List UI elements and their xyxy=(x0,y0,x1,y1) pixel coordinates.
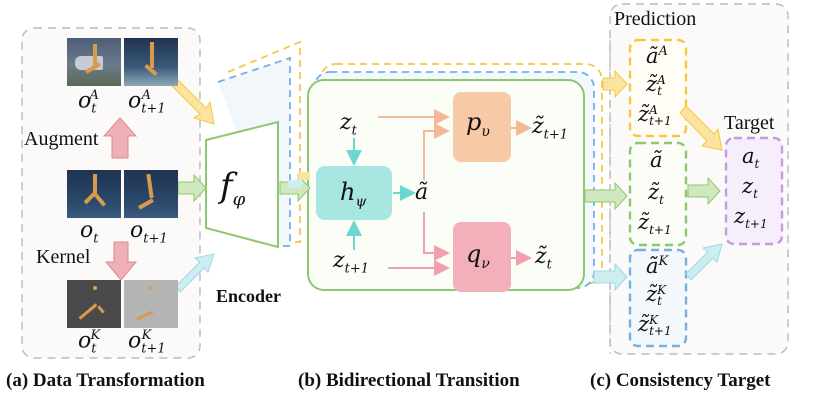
arrow-kernel-to-encoder xyxy=(175,253,215,293)
thumb-obs-t1 xyxy=(124,170,178,218)
pred-aug-action: ãA xyxy=(646,44,668,68)
caption-b: (b) Bidirectional Transition xyxy=(298,370,520,391)
action-pred: ã xyxy=(415,180,429,205)
target-label: Target xyxy=(724,112,775,134)
label-obs-kernel-t1: ot+1K xyxy=(128,328,166,357)
arrow-pred-kernel-to-target xyxy=(685,243,723,281)
augment-label: Augment xyxy=(24,128,99,150)
caption-c: (c) Consistency Target xyxy=(590,370,771,391)
encoder-out-kernel-stub xyxy=(288,180,302,188)
target-zt1: zt+1 xyxy=(734,204,768,232)
input-zt: zt xyxy=(340,110,357,139)
label-obs-aug-t1: ot+1A xyxy=(128,88,166,117)
encoder-label: Encoder xyxy=(216,286,281,306)
label-obs-kernel-t: otK xyxy=(78,328,101,357)
arrow-obs-to-encoder xyxy=(177,173,207,203)
arrow-pred-aug-to-target xyxy=(679,105,723,151)
encoder-shadow-augment xyxy=(227,40,301,243)
input-zt1: zt+1 xyxy=(333,248,369,277)
thumb-obs-kernel-t1 xyxy=(124,280,178,328)
encoder-out-augment-stub xyxy=(298,172,310,180)
transition-box xyxy=(307,79,585,291)
encoder-symbol: fφ xyxy=(220,166,246,210)
pred-orig-zt1: z̃t+1 xyxy=(638,210,672,238)
pred-kernel-action: ãK xyxy=(646,254,669,278)
kernel-arrow xyxy=(104,241,138,281)
arrow-to-pred-kernel xyxy=(593,262,628,292)
forward-model-symbol: pυ xyxy=(466,108,490,140)
label-obs-t1: ot+1 xyxy=(130,218,168,247)
forward-model-box xyxy=(453,92,511,162)
target-box xyxy=(724,136,784,246)
thumb-obs-t xyxy=(67,170,121,218)
thumb-obs-aug-t xyxy=(67,38,121,86)
arrow-to-pred-original xyxy=(584,181,628,211)
inverse-model-box xyxy=(316,166,392,220)
arrow-to-pred-augment xyxy=(602,69,628,99)
arrow-a-to-q xyxy=(423,212,450,261)
pred-kernel-box xyxy=(628,248,688,348)
caption-a: (a) Data Transformation xyxy=(6,370,205,391)
label-obs-aug-t: otA xyxy=(78,88,99,117)
backward-model-box xyxy=(453,222,511,292)
target-action: at xyxy=(742,144,760,172)
thumb-obs-aug-t1 xyxy=(124,38,178,86)
prediction-label: Prediction xyxy=(614,8,697,30)
arrow-pred-orig-to-target xyxy=(687,176,721,206)
kernel-label: Kernel xyxy=(36,246,91,268)
encoder-trapezoid xyxy=(205,120,279,249)
arrow-aug-to-encoder xyxy=(171,79,215,125)
output-zt-pred: z̃t xyxy=(535,244,552,273)
pred-orig-zt: z̃t xyxy=(648,180,664,208)
inverse-model-symbol: hψ xyxy=(340,178,367,210)
pred-augment-box xyxy=(628,38,688,138)
output-zt1-pred: z̃t+1 xyxy=(532,114,568,143)
arrow-a-to-p xyxy=(423,123,450,180)
augment-arrow xyxy=(102,117,138,159)
pred-orig-action: ã xyxy=(650,148,663,172)
thumb-obs-kernel-t xyxy=(67,280,121,328)
label-obs-t: ot xyxy=(80,218,99,247)
backward-model-symbol: qν xyxy=(466,240,490,272)
pred-original-box xyxy=(628,141,688,247)
target-zt: zt xyxy=(742,174,758,202)
